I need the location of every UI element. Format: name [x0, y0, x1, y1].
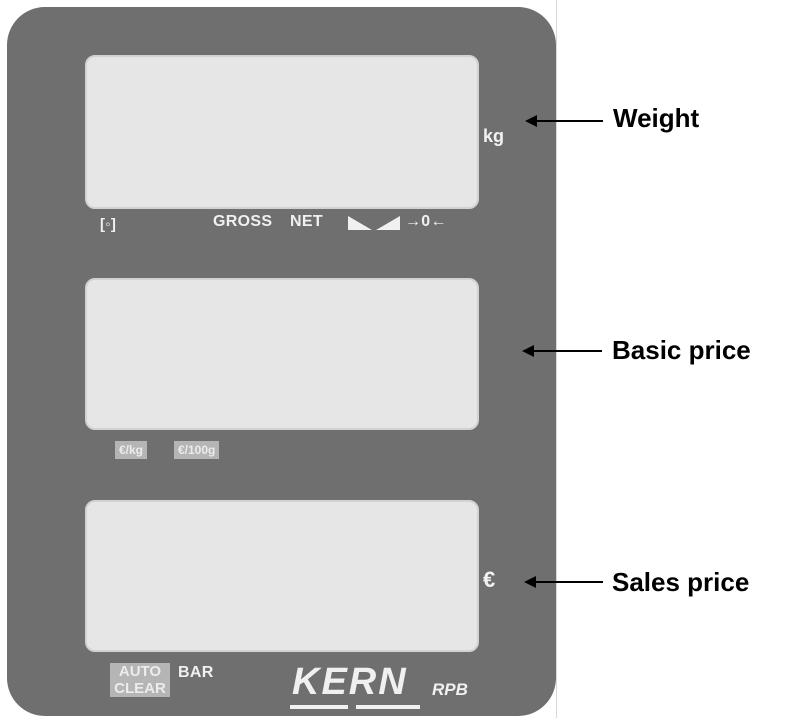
- clear-label: CLEAR: [114, 680, 166, 697]
- kern-logo: KERN: [292, 661, 408, 703]
- logo-underline-right: [356, 705, 420, 709]
- weight-display: [85, 55, 479, 209]
- weight-label: Weight: [613, 103, 700, 133]
- logo-underline-left: [290, 705, 348, 709]
- stability-indicator-icon: [348, 216, 400, 230]
- divider-line: [556, 0, 557, 718]
- basic-price-label: Basic price: [612, 335, 751, 365]
- sales-unit: €: [483, 567, 496, 592]
- sales-price-label: Sales price: [612, 567, 750, 597]
- model-label: RPB: [432, 680, 468, 699]
- basic-price-arrow: [522, 345, 602, 357]
- stability-left-triangle: [348, 216, 372, 230]
- weight-arrow: [525, 115, 603, 127]
- auto-label: AUTO: [118, 663, 162, 680]
- sales-price-arrow: [524, 576, 603, 588]
- bar-indicator: BAR: [178, 664, 214, 681]
- basic-price-display: [85, 278, 479, 430]
- weight-unit: kg: [483, 126, 505, 146]
- auto-clear-indicator: AUTO CLEAR: [110, 663, 170, 697]
- sales-price-display: [85, 500, 479, 652]
- camera-indicator-icon: [◦]: [100, 216, 117, 233]
- zero-indicator: →0←: [405, 213, 447, 230]
- per-100g-unit: €/100g: [174, 441, 220, 459]
- gross-indicator: GROSS: [213, 213, 273, 230]
- stability-right-triangle: [376, 216, 400, 230]
- per-kg-unit: €/kg: [115, 441, 148, 459]
- net-indicator: NET: [290, 213, 323, 230]
